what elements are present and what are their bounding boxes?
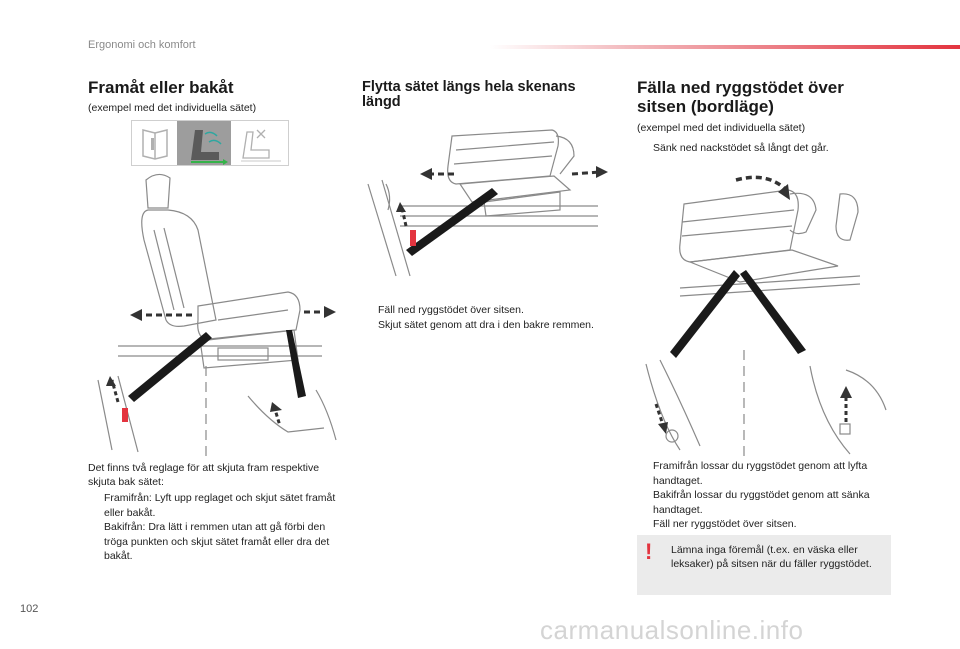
col3-heading: Fälla ned ryggstödet över sitsen (bordlä… — [637, 78, 844, 116]
col2-heading: Flytta sätet längs hela skenans längd — [362, 79, 576, 110]
warning-box: ! Lämna inga föremål (t.ex. en väska ell… — [637, 535, 891, 595]
list-item: Bakifrån lossar du ryggstödet genom att … — [653, 489, 870, 516]
red-handle-icon — [122, 408, 128, 422]
section-title: Ergonomi och komfort — [88, 39, 196, 51]
col2-bullet-list: Fäll ned ryggstödet över sitsen. Skjut s… — [362, 303, 602, 332]
seat-heat-icon — [241, 129, 281, 162]
col1-intro: Det finns två reglage för att skjuta fra… — [88, 462, 320, 488]
col3-subtitle: (exempel med det individuella sätet) — [637, 122, 806, 134]
col3-bullet-list-top: Sänk ned nackstödet så långt det går. — [637, 141, 887, 156]
list-item: Fäll ner ryggstödet över sitsen. — [653, 518, 797, 530]
warning-text: Lämna inga föremål (t.ex. en väska eller… — [671, 544, 872, 570]
col1-subtitle: (exempel med det individuella sätet) — [88, 102, 257, 114]
book-icon — [142, 129, 168, 160]
seat-full-rail-illustration — [367, 129, 608, 277]
list-item: Sänk ned nackstödet så långt det går. — [653, 142, 829, 154]
seat-adjust-icon — [177, 121, 231, 165]
red-handle-icon — [410, 230, 416, 246]
warning-icon: ! — [645, 539, 653, 564]
watermark: carmanualsonline.info — [540, 615, 804, 645]
header-accent-line — [490, 45, 960, 49]
list-item: Framifrån lossar du ryggstödet genom att… — [653, 460, 868, 487]
list-item: Framifrån: Lyft upp reglaget och skjut s… — [104, 492, 336, 519]
page-number: 102 — [20, 603, 39, 615]
seat-icon-strip — [131, 120, 289, 166]
seat-slide-illustration — [97, 173, 337, 458]
col3-bullet-list: Framifrån lossar du ryggstödet genom att… — [637, 459, 889, 532]
seat-table-mode-illustration — [645, 175, 887, 456]
list-item: Bakifrån: Dra lätt i remmen utan att gå … — [104, 521, 330, 562]
col1-bullet-list: Framifrån: Lyft upp reglaget och skjut s… — [88, 491, 346, 564]
col1-heading: Framåt eller bakåt — [88, 78, 234, 97]
list-item: Fäll ned ryggstödet över sitsen. — [378, 304, 524, 316]
list-item: Skjut sätet genom att dra i den bakre re… — [378, 318, 594, 331]
